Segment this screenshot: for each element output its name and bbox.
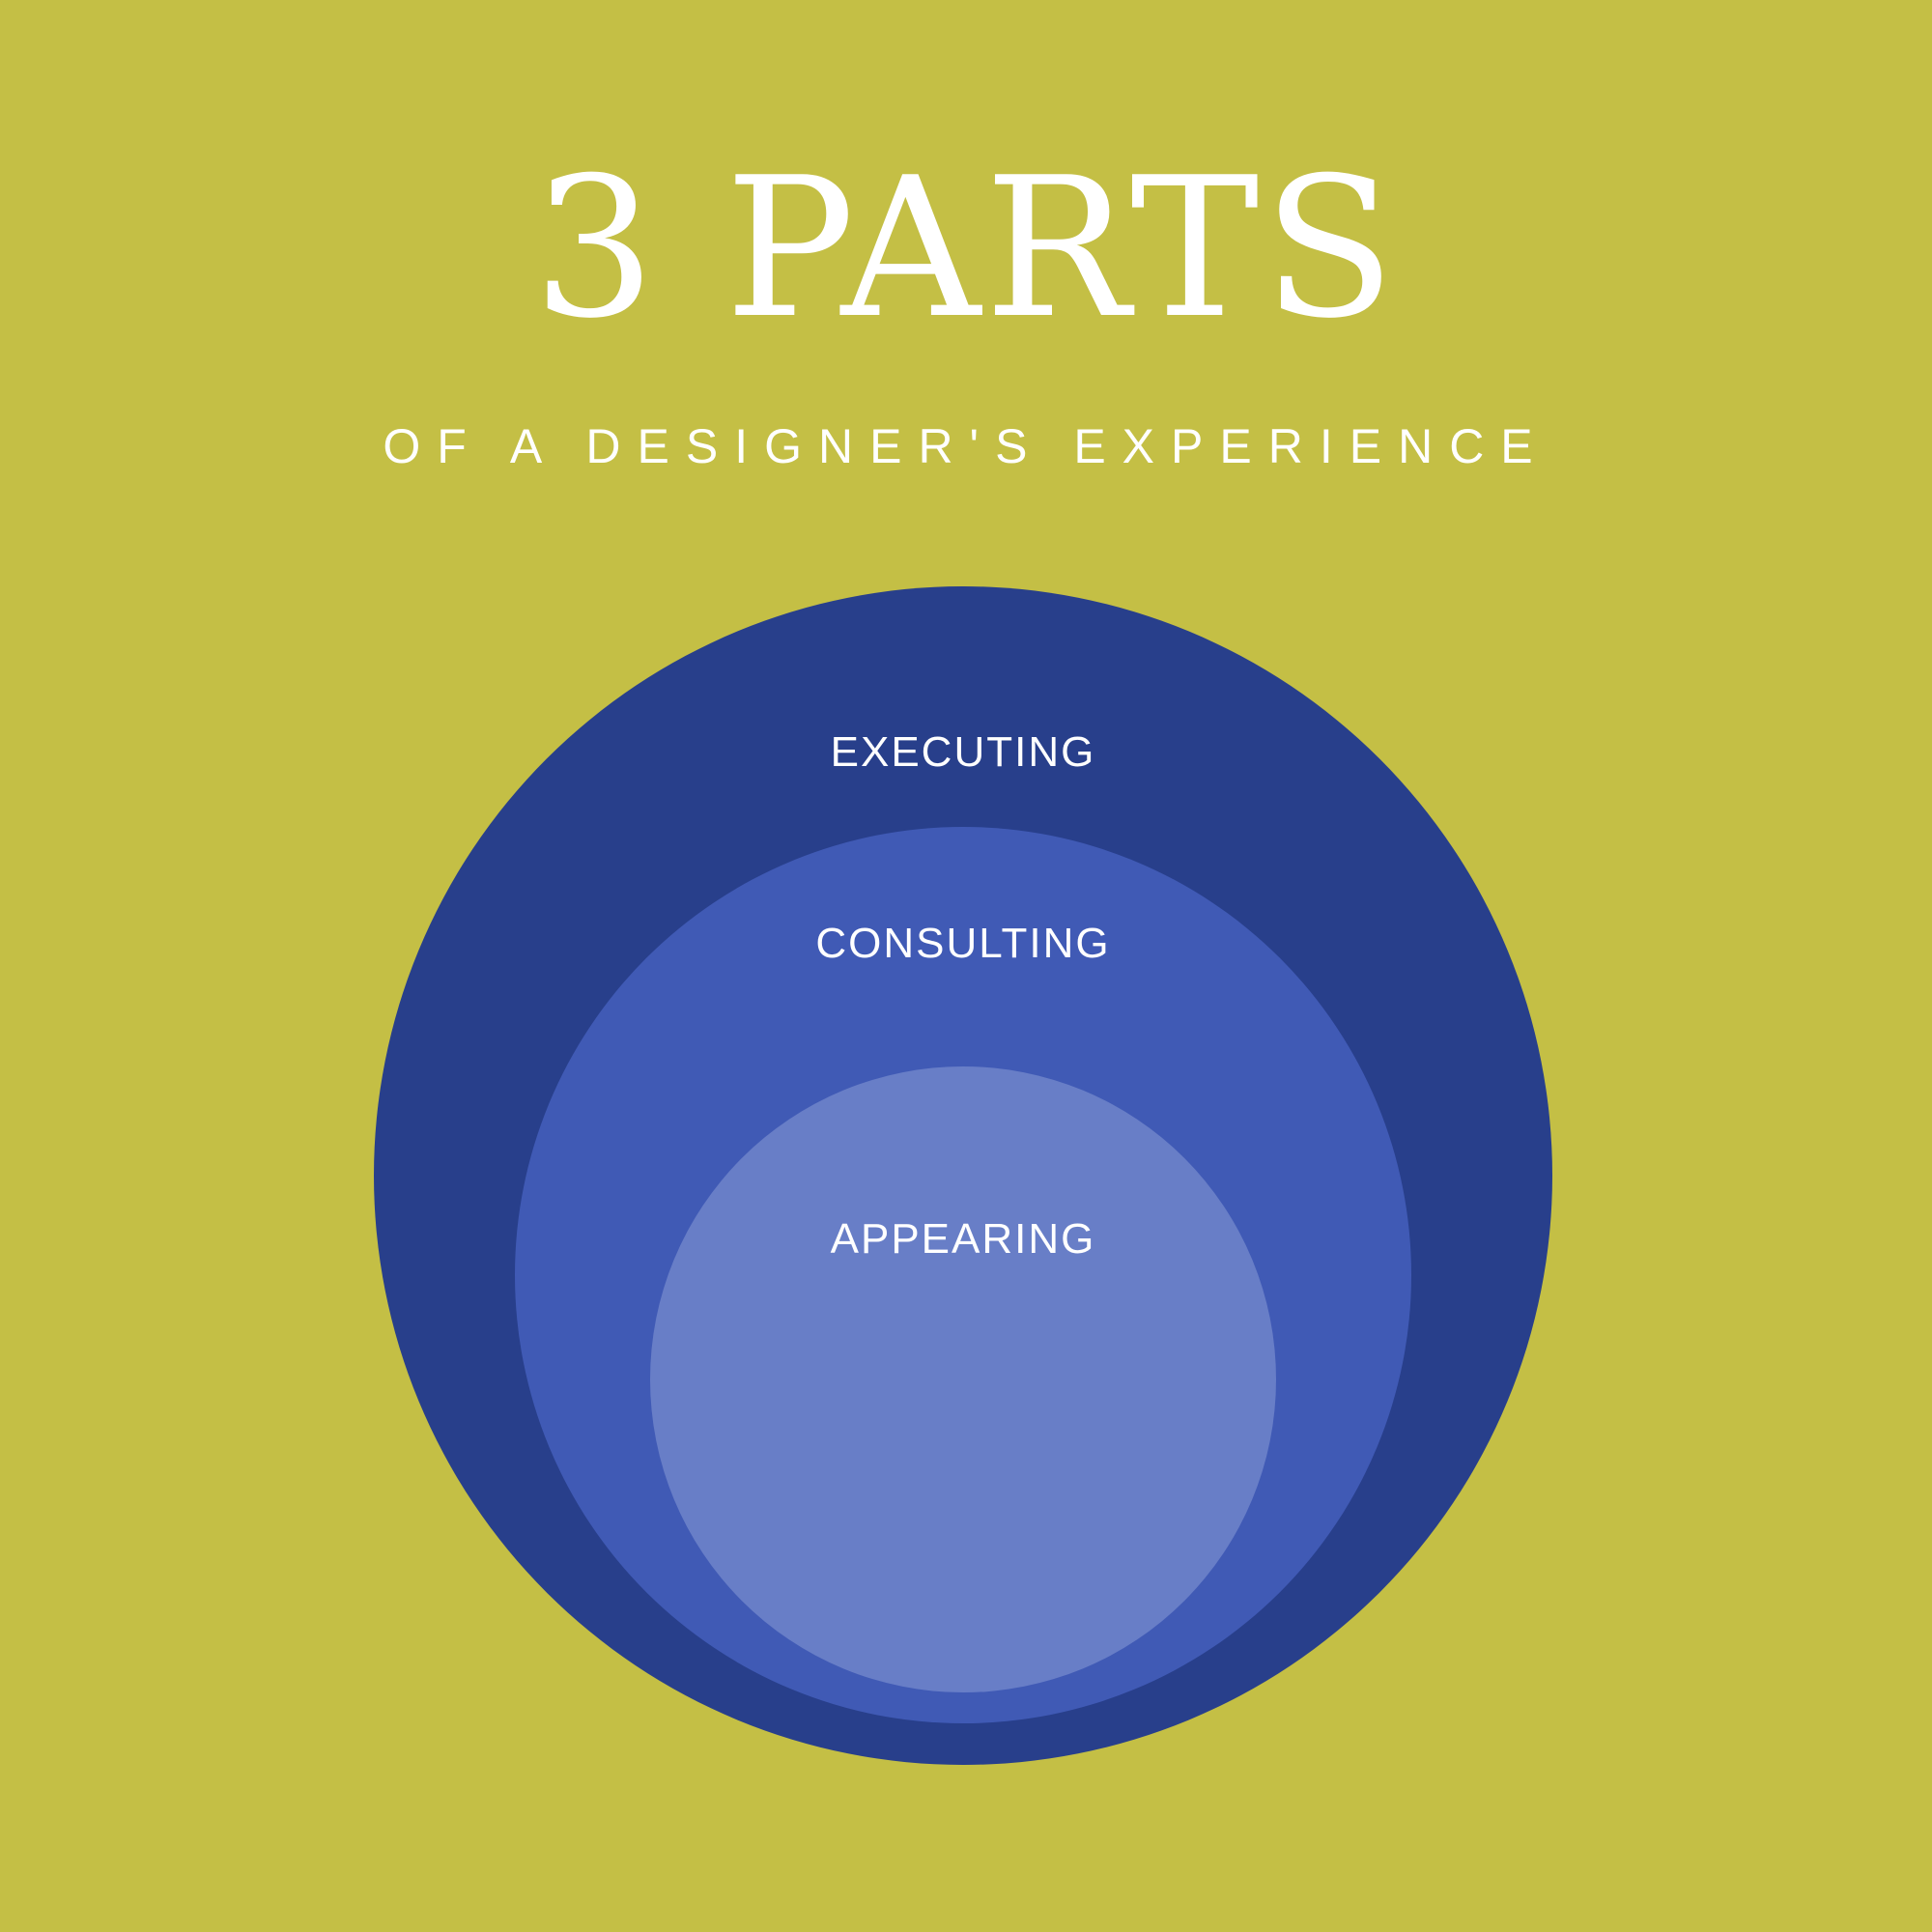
executing-label: EXECUTING xyxy=(831,728,1096,776)
inner-circle-appearing xyxy=(650,1066,1276,1692)
page-subtitle: OF A DESIGNER'S EXPERIENCE xyxy=(383,419,1549,473)
consulting-label: CONSULTING xyxy=(815,920,1110,967)
page-title: 3 PARTS xyxy=(532,136,1400,361)
appearing-label: APPEARING xyxy=(831,1215,1096,1263)
